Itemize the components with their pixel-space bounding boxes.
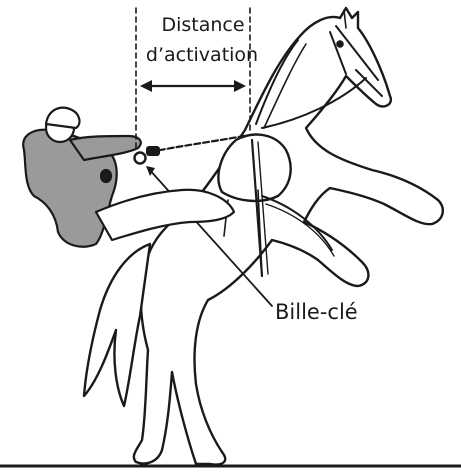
arrowhead-right [234, 80, 246, 92]
key-ball [135, 153, 146, 164]
horse-eye [337, 41, 342, 46]
horse-tail [84, 244, 150, 406]
rider-helmet [46, 108, 79, 128]
rider-arm [70, 136, 141, 160]
tether-clip [146, 146, 160, 156]
rider-pocket [101, 170, 111, 182]
key-ball-label: Bille-clé [275, 300, 358, 324]
distance-label-line1: Distance [148, 14, 258, 36]
arrowhead-left [140, 80, 152, 92]
distance-label-line2: d’activation [143, 44, 261, 66]
